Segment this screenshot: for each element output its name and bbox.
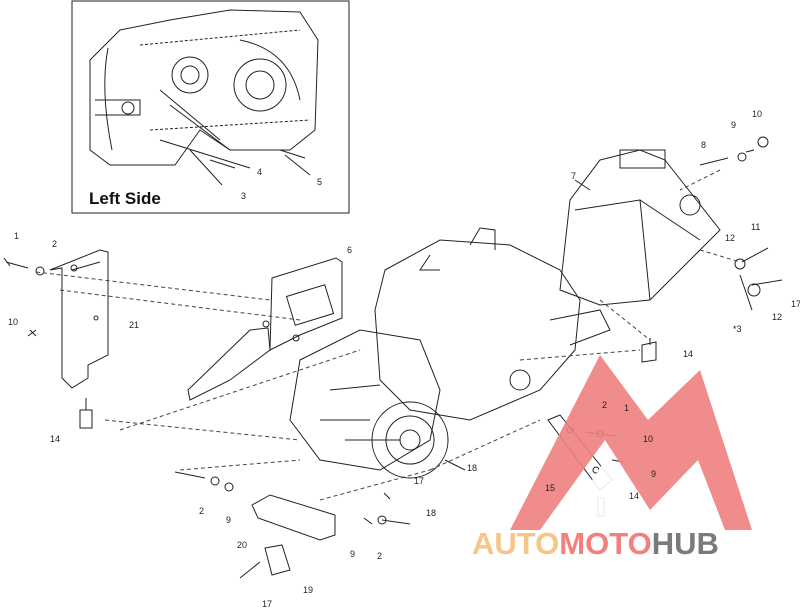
watermark-auto: AUTO <box>472 526 560 561</box>
callout-10-right: 10 <box>643 434 654 444</box>
callout-6: 6 <box>347 245 353 255</box>
callout-1: 1 <box>14 231 20 241</box>
callout-17-center: 17 <box>414 476 425 486</box>
callout-14-right: 14 <box>683 349 694 359</box>
inset-callout-3: 3 <box>241 191 247 201</box>
inset-frame <box>71 0 350 214</box>
callout-18-center: 18 <box>467 463 478 473</box>
watermark-logo <box>510 355 752 530</box>
callout-14-left: 14 <box>50 434 61 444</box>
transmission-case <box>289 227 611 479</box>
watermark-hub: HUB <box>651 526 719 561</box>
callout-2: 2 <box>52 239 58 249</box>
callout-12-lower: 12 <box>772 312 783 322</box>
plate-6 <box>187 257 343 401</box>
callout-7: 7 <box>571 171 577 181</box>
callout-21: 21 <box>129 320 140 330</box>
callout-9-right: 9 <box>651 469 657 479</box>
inset-callout-4: 4 <box>257 167 263 177</box>
callout-12-upper: 12 <box>725 233 736 243</box>
callout-2-right: 2 <box>602 400 608 410</box>
callout-10: 10 <box>8 317 19 327</box>
inset-title: Left Side <box>89 189 161 208</box>
left-bracket-21 <box>49 249 109 429</box>
inset-callout-5: 5 <box>317 177 323 187</box>
inset-engine-drawing <box>89 9 319 169</box>
callout-15: 15 <box>545 483 556 493</box>
callout-star-3: *3 <box>733 324 742 334</box>
lower-bracket-20 <box>251 494 336 576</box>
callout-10-top: 10 <box>752 109 763 119</box>
callout-2-lower-left: 2 <box>199 506 205 516</box>
callout-11: 11 <box>751 222 761 232</box>
callout-2-lower: 2 <box>377 551 383 561</box>
callout-8: 8 <box>701 140 707 150</box>
watermark-moto: MOTO <box>559 526 652 561</box>
callout-1-right: 1 <box>624 403 630 413</box>
callout-14-bottom: 14 <box>629 491 640 501</box>
housing-7 <box>559 149 721 306</box>
callout-9-lower: 9 <box>350 549 356 559</box>
watermark-text: AUTOMOTOHUB <box>472 526 719 562</box>
callout-20: 20 <box>237 540 248 550</box>
callout-17-bottom: 17 <box>262 599 273 609</box>
callout-19: 19 <box>303 585 314 595</box>
callout-17-right: 17 <box>791 299 800 309</box>
callout-9-top: 9 <box>731 120 737 130</box>
callout-18-lower: 18 <box>426 508 437 518</box>
callout-9-lower-left: 9 <box>226 515 232 525</box>
